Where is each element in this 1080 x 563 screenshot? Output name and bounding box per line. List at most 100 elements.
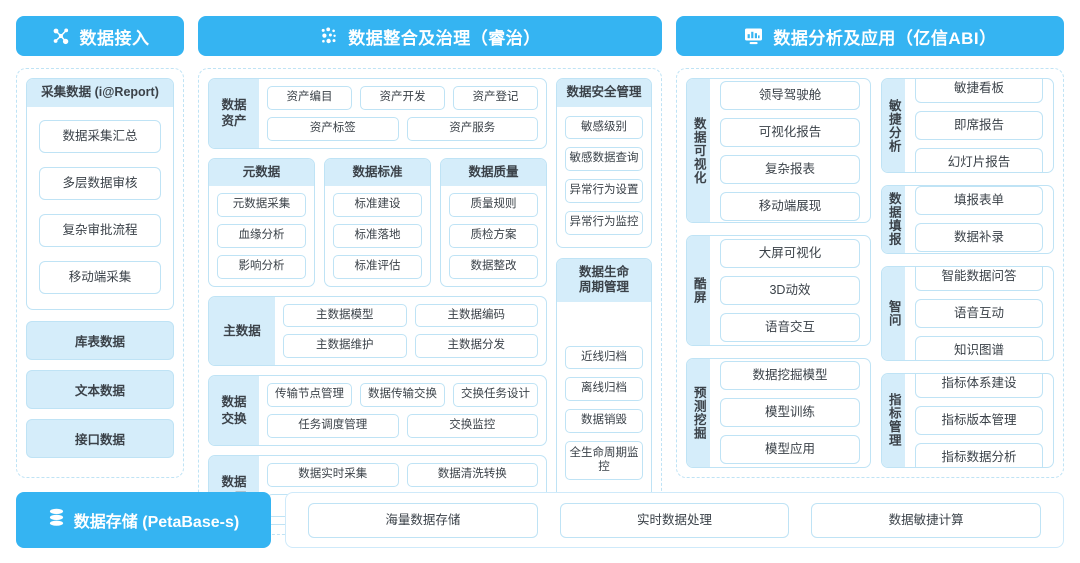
row: 数据实时采集 数据清洗转换 [267, 462, 538, 487]
item-abnormal-monitor[interactable]: 异常行为监控 [565, 211, 643, 235]
analysis-left: 数据可视化 领导驾驶舱 可视化报告 复杂报表 移动端展现 酷屏 大屏可 [686, 78, 871, 468]
item-data-destroy[interactable]: 数据销毁 [565, 409, 643, 434]
item-exchange-task-design[interactable]: 交换任务设计 [453, 383, 538, 407]
item-master-maintain[interactable]: 主数据维护 [283, 334, 407, 359]
item-model-application[interactable]: 模型应用 [720, 435, 860, 465]
item-complex-report[interactable]: 复杂报表 [720, 154, 860, 184]
source-table-data[interactable]: 库表数据 [26, 320, 174, 360]
item-exchange-monitor[interactable]: 交换监控 [406, 414, 538, 438]
banner-data-governance[interactable]: 数据整合及治理（睿治） [198, 16, 662, 56]
item-lineage-analysis[interactable]: 血缘分析 [217, 224, 306, 248]
card-header: 数据质量 [441, 158, 546, 187]
item-filling-form[interactable]: 填报表单 [914, 186, 1043, 216]
item-standard-landing[interactable]: 标准落地 [333, 224, 422, 248]
banner-title: 数据分析及应用（亿信ABI） [773, 28, 997, 48]
group-body: 敏捷看板 即席报告 幻灯片报告 [905, 79, 1053, 173]
item-full-lifecycle-monitor[interactable]: 全生命周期监控 [565, 441, 643, 480]
item-knowledge-graph[interactable]: 知识图谱 [914, 335, 1043, 360]
item-complex-approval[interactable]: 复杂审批流程 [39, 213, 161, 247]
item-transfer-node-mgmt[interactable]: 传输节点管理 [267, 383, 352, 407]
item-standard-build[interactable]: 标准建设 [333, 193, 422, 218]
card-body: 标准建设 标准落地 标准评估 [325, 186, 430, 285]
item-collect-summary[interactable]: 数据采集汇总 [39, 119, 161, 153]
item-data-rectify[interactable]: 数据整改 [449, 254, 538, 279]
banner-data-storage[interactable]: 数据存储 (PetaBase-s) [16, 492, 271, 548]
item-asset-registration[interactable]: 资产登记 [453, 86, 538, 110]
item-voice-interactive[interactable]: 语音互动 [914, 298, 1043, 328]
item-multilayer-review[interactable]: 多层数据审核 [39, 166, 161, 200]
group-tab-label: 主数据 [209, 296, 275, 366]
top-columns: 数据接入 采集数据 (i@Report) 数据采集汇总 多层数据审核 复杂审批流… [16, 16, 1064, 536]
item-asset-tag[interactable]: 资产标签 [267, 116, 399, 141]
group-tab-label: 数据资产 [209, 79, 259, 148]
item-quality-rule[interactable]: 质量规则 [449, 193, 538, 218]
item-standard-assess[interactable]: 标准评估 [333, 254, 422, 279]
group-body: 数据挖掘模型 模型训练 模型应用 [710, 359, 870, 467]
source-api-data[interactable]: 接口数据 [26, 418, 174, 458]
group-body: 主数据模型 主数据编码 主数据维护 主数据分发 [275, 297, 546, 366]
item-asset-catalog[interactable]: 资产编目 [267, 86, 352, 110]
item-quality-plan[interactable]: 质检方案 [449, 224, 538, 248]
column-data-analysis: 数据分析及应用（亿信ABI） 数据可视化 领导驾驶舱 可视化报告 复杂报表 移动… [676, 16, 1064, 478]
group-tab-label: 数据填报 [881, 186, 905, 253]
item-sensitive-level[interactable]: 敏感级别 [565, 115, 643, 140]
banner-title: 数据存储 (PetaBase-s) [73, 514, 240, 531]
item-model-training[interactable]: 模型训练 [720, 398, 860, 428]
item-asset-service[interactable]: 资产服务 [406, 116, 538, 141]
governance-body: 数据资产 资产编目 资产开发 资产登记 资产标签 资产服务 [208, 78, 652, 526]
banner-data-analysis[interactable]: 数据分析及应用（亿信ABI） [676, 16, 1064, 56]
item-realtime-collect[interactable]: 数据实时采集 [267, 462, 399, 487]
analysis-right: 敏捷分析 敏捷看板 即席报告 幻灯片报告 数据填报 填报表单 数据补录 [880, 78, 1054, 469]
item-asset-development[interactable]: 资产开发 [360, 86, 445, 110]
row: 任务调度管理 交换监控 [267, 414, 538, 438]
item-visual-report[interactable]: 可视化报告 [720, 117, 860, 147]
source-text-data[interactable]: 文本数据 [26, 369, 174, 409]
card-body: 质量规则 质检方案 数据整改 [441, 186, 546, 285]
row: 传输节点管理 数据传输交换 交换任务设计 [267, 383, 538, 407]
item-agile-compute[interactable]: 数据敏捷计算 [811, 502, 1042, 538]
item-metric-version-mgmt[interactable]: 指标版本管理 [914, 405, 1043, 435]
item-mobile-collect[interactable]: 移动端采集 [39, 260, 161, 294]
item-task-schedule-mgmt[interactable]: 任务调度管理 [267, 414, 399, 438]
item-smart-data-qa[interactable]: 智能数据问答 [914, 266, 1043, 291]
group-data-filling: 数据填报 填报表单 数据补录 [880, 185, 1054, 254]
group-data-asset: 数据资产 资产编目 资产开发 资产登记 资产标签 资产服务 [208, 78, 547, 149]
item-metric-system-build[interactable]: 指标体系建设 [914, 373, 1043, 398]
item-master-distribute[interactable]: 主数据分发 [414, 334, 538, 359]
item-3d-effects[interactable]: 3D动效 [720, 275, 860, 305]
item-adhoc-report[interactable]: 即席报告 [914, 111, 1043, 141]
banner-title: 数据接入 [79, 28, 150, 48]
database-icon [48, 508, 65, 532]
item-realtime-processing[interactable]: 实时数据处理 [559, 502, 790, 538]
item-clean-transform[interactable]: 数据清洗转换 [406, 462, 538, 487]
item-mining-model[interactable]: 数据挖掘模型 [720, 361, 860, 391]
item-massive-storage[interactable]: 海量数据存储 [308, 502, 538, 538]
item-metadata-collect[interactable]: 元数据采集 [217, 193, 306, 218]
item-abnormal-setting[interactable]: 异常行为设置 [565, 179, 643, 204]
item-metric-data-analysis[interactable]: 指标数据分析 [914, 442, 1043, 468]
item-impact-analysis[interactable]: 影响分析 [217, 254, 306, 279]
item-large-screen-visual[interactable]: 大屏可视化 [720, 238, 860, 268]
item-data-transfer-exchange[interactable]: 数据传输交换 [360, 383, 445, 407]
item-data-supplement[interactable]: 数据补录 [914, 223, 1043, 253]
card-header: 元数据 [209, 158, 314, 187]
item-mobile-display[interactable]: 移动端展现 [720, 191, 860, 221]
banner-data-ingest[interactable]: 数据接入 [16, 16, 184, 56]
card-header-line2: 周期管理 [578, 280, 629, 295]
data-dots-icon [319, 26, 339, 46]
card-header-line1: 数据生命 [578, 264, 629, 279]
item-voice-interaction[interactable]: 语音交互 [720, 312, 860, 342]
item-nearline-archive[interactable]: 近线归档 [565, 345, 643, 370]
item-slide-report[interactable]: 幻灯片报告 [914, 148, 1043, 173]
card-header: 数据安全管理 [557, 79, 651, 107]
group-tab-label: 酷屏 [687, 236, 710, 345]
item-agile-dashboard[interactable]: 敏捷看板 [914, 79, 1043, 104]
item-master-coding[interactable]: 主数据编码 [414, 303, 538, 328]
item-master-model[interactable]: 主数据模型 [283, 303, 407, 328]
item-offline-archive[interactable]: 离线归档 [565, 377, 643, 402]
item-sensitive-query[interactable]: 敏感数据查询 [565, 147, 643, 172]
group-trio: 元数据 元数据采集 血缘分析 影响分析 数据标准 标准建设 [208, 157, 547, 287]
item-leader-cockpit[interactable]: 领导驾驶舱 [720, 80, 860, 110]
storage-items: 海量数据存储 实时数据处理 数据敏捷计算 [285, 492, 1064, 548]
